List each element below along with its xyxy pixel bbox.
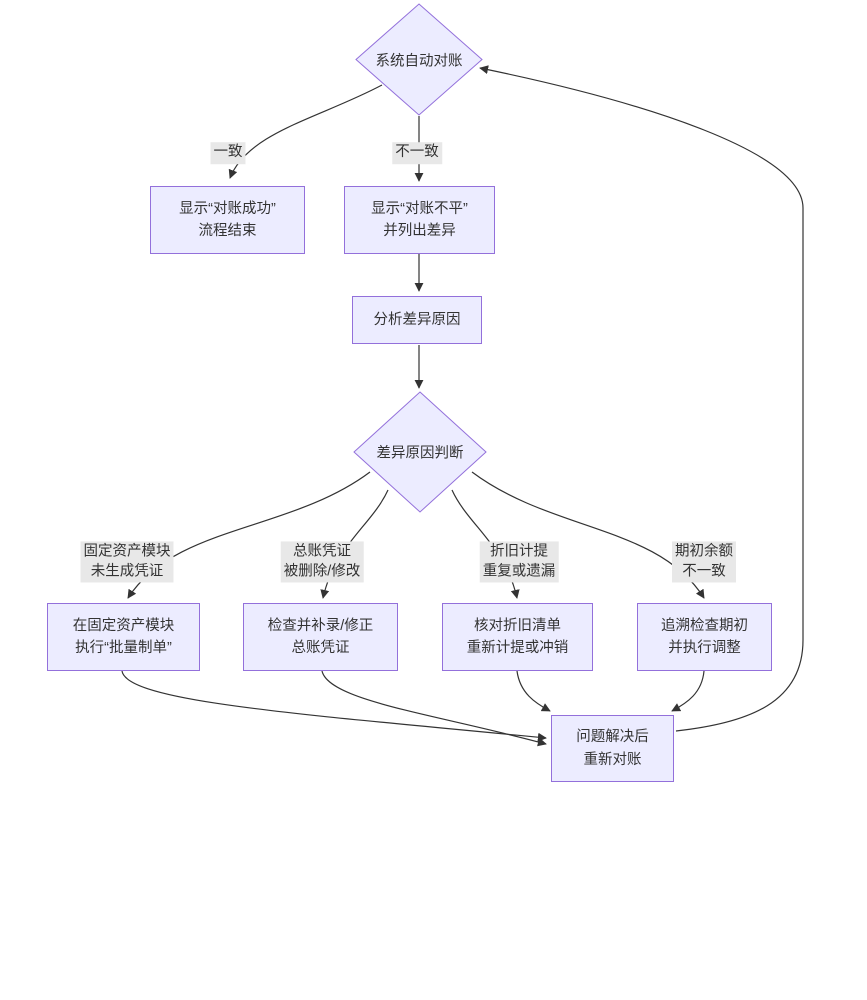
edge-label-cause-fa: 固定资产模块 未生成凭证 [80, 541, 174, 583]
edge-label-cause-fa-line1: 固定资产模块 [83, 543, 171, 560]
node-redo: 问题解决后 重新对账 [551, 715, 674, 782]
edge-label-mismatch-line1: 不一致 [395, 144, 439, 161]
edge-label-cause-gl-line2: 被删除/修改 [283, 563, 361, 579]
node-fix-dep-line1: 核对折旧清单 [474, 617, 561, 634]
node-show-success-line1: 显示“对账成功” [179, 200, 276, 217]
edge-label-cause-opening: 期初余额 不一致 [672, 541, 736, 583]
node-show-unbalanced-line2: 并列出差异 [383, 223, 456, 239]
node-show-unbalanced-line1: 显示“对账不平” [371, 200, 468, 217]
edge-label-cause-gl: 总账凭证 被删除/修改 [280, 541, 364, 583]
node-show-unbalanced: 显示“对账不平” 并列出差异 [344, 186, 495, 254]
decision-judge: 差异原因判断 [377, 442, 464, 463]
edge-fa-redo [121, 670, 547, 742]
node-fix-opening-line1: 追溯检查期初 [661, 617, 748, 634]
node-fix-gl: 检查并补录/修正 总账凭证 [243, 603, 398, 671]
decision-auto-reconcile-label: 系统自动对账 [375, 53, 463, 70]
node-show-success-line2: 流程结束 [198, 223, 257, 239]
node-fix-fa: 在固定资产模块 执行“批量制单” [47, 603, 200, 671]
decision-judge-shape [353, 391, 487, 513]
edge-redo-restart-loop [479, 65, 804, 732]
edge-label-match-line1: 一致 [213, 144, 243, 161]
node-analyze-line1: 分析差异原因 [373, 311, 461, 328]
node-analyze: 分析差异原因 [352, 296, 482, 344]
node-fix-gl-line1: 检查并补录/修正 [267, 617, 374, 634]
node-redo-line2: 重新对账 [583, 751, 642, 768]
node-fix-gl-line2: 总账凭证 [291, 640, 350, 656]
node-show-success: 显示“对账成功” 流程结束 [150, 186, 305, 254]
decision-auto-reconcile: 系统自动对账 [376, 50, 463, 71]
node-fix-opening: 追溯检查期初 并执行调整 [637, 603, 772, 671]
edge-dep-redo [516, 670, 551, 712]
node-fix-opening-line2: 并执行调整 [668, 640, 741, 656]
edge-label-cause-fa-line2: 未生成凭证 [90, 563, 164, 579]
node-fix-fa-line2: 执行“批量制单” [75, 640, 172, 656]
node-fix-dep: 核对折旧清单 重新计提或冲销 [442, 603, 593, 671]
edge-match [228, 84, 383, 179]
edge-label-mismatch: 不一致 [392, 142, 442, 164]
decision-auto-reconcile-shape [355, 3, 483, 116]
edge-label-cause-opening-line2: 不一致 [682, 563, 726, 579]
edge-label-cause-gl-line1: 总账凭证 [293, 543, 351, 560]
decision-judge-label: 差异原因判断 [376, 445, 464, 462]
edge-label-match: 一致 [210, 142, 246, 164]
edge-label-cause-dep-line1: 折旧计提 [490, 543, 548, 560]
node-fix-fa-line1: 在固定资产模块 [72, 617, 175, 634]
edge-label-cause-dep: 折旧计提 重复或遗漏 [479, 541, 559, 583]
edge-label-cause-opening-line1: 期初余额 [675, 543, 733, 560]
node-redo-line1: 问题解决后 [576, 729, 649, 746]
edge-label-cause-dep-line2: 重复或遗漏 [482, 563, 556, 579]
edge-gl-redo [321, 670, 547, 747]
edge-opening-redo [671, 670, 705, 712]
node-fix-dep-line2: 重新计提或冲销 [466, 640, 569, 656]
